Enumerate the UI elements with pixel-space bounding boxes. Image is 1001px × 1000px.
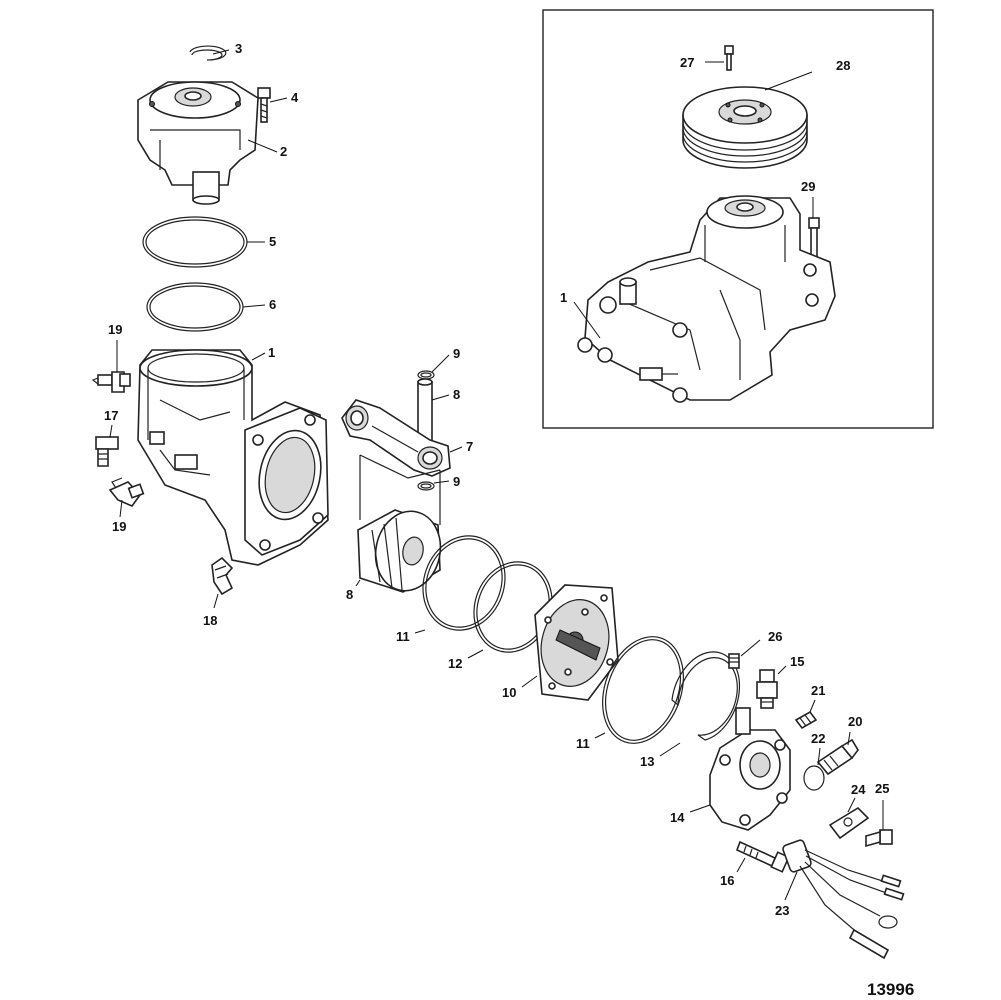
part-14-end-cover[interactable] (709, 707, 791, 831)
callout-3: 3 (235, 41, 242, 56)
part-26-plug[interactable] (728, 653, 740, 669)
callout-22: 22 (811, 731, 825, 746)
part-27-screw[interactable] (724, 45, 734, 71)
callout-9-lower: 9 (453, 474, 460, 489)
part-18-fitting[interactable] (211, 556, 234, 596)
part-11-ring-left[interactable] (410, 524, 518, 642)
callout-18: 18 (203, 613, 217, 628)
callout-6: 6 (269, 297, 276, 312)
callout-8-piston: 8 (346, 587, 353, 602)
part-4-bolt[interactable] (257, 87, 271, 123)
callout-16: 16 (720, 873, 734, 888)
part-20-fitting[interactable] (816, 738, 859, 776)
callout-29: 29 (801, 179, 815, 194)
callout-11-left: 11 (396, 629, 410, 644)
part-21-nipple[interactable] (794, 710, 818, 730)
callout-26: 26 (768, 629, 782, 644)
callout-5: 5 (269, 234, 276, 249)
callout-15: 15 (790, 654, 804, 669)
callout-11-right: 11 (576, 736, 590, 751)
callout-7: 7 (466, 439, 473, 454)
part-5-o-ring[interactable] (142, 216, 248, 268)
callout-2: 2 (280, 144, 287, 159)
part-19-elbow-upper[interactable] (91, 371, 131, 393)
callout-21: 21 (811, 683, 825, 698)
part-25-screw[interactable] (865, 829, 893, 848)
callout-labels: 3 4 2 5 6 19 1 17 19 18 9 8 7 9 8 11 12 … (104, 41, 889, 918)
callout-10: 10 (502, 685, 516, 700)
callout-25: 25 (875, 781, 889, 796)
callout-28: 28 (836, 58, 850, 73)
part-6-o-ring[interactable] (146, 282, 244, 332)
callout-14: 14 (670, 810, 685, 825)
callout-20: 20 (848, 714, 862, 729)
part-28-pulley[interactable] (682, 86, 808, 169)
part-17-elbow[interactable] (95, 436, 119, 467)
callout-24: 24 (851, 782, 866, 797)
part-13-retaining-clip[interactable] (671, 651, 741, 741)
callout-12: 12 (448, 656, 462, 671)
callout-1-inset: 1 (560, 290, 567, 305)
callout-23: 23 (775, 903, 789, 918)
part-10-valve-plate[interactable] (532, 584, 619, 701)
part-11-ring-left-inner (425, 538, 503, 628)
part-1-compressor-assembled[interactable] (577, 195, 836, 403)
part-9-clip-lower[interactable] (417, 481, 435, 491)
inset-frame (542, 9, 934, 429)
part-1-compressor-housing[interactable] (137, 349, 329, 566)
part-9-clip-upper[interactable] (417, 370, 435, 380)
leader-lines (109, 49, 884, 901)
diagram-id: 13996 (867, 980, 914, 999)
part-7-connecting-rod[interactable] (341, 399, 451, 477)
part-3-retaining-ring[interactable] (189, 45, 227, 61)
callout-27: 27 (680, 55, 694, 70)
callout-9-upper: 9 (453, 346, 460, 361)
part-11-ring-right-inner (605, 639, 681, 741)
part-5-o-ring-inner (145, 219, 245, 265)
callout-1-housing: 1 (268, 345, 275, 360)
callout-13: 13 (640, 754, 654, 769)
part-2-head[interactable] (137, 81, 259, 205)
part-22-o-ring[interactable] (803, 765, 825, 791)
callout-19-lower: 19 (112, 519, 126, 534)
callout-19-upper: 19 (108, 322, 122, 337)
part-24-bracket[interactable] (828, 806, 870, 840)
part-16-screw[interactable] (735, 840, 790, 873)
part-11-ring-right[interactable] (588, 625, 697, 754)
part-8-piston[interactable] (357, 454, 448, 597)
callout-17: 17 (104, 408, 118, 423)
part-19-elbow-lower[interactable] (108, 477, 145, 507)
part-6-o-ring-inner (149, 285, 241, 329)
part-23-wiring-harness[interactable] (782, 839, 905, 960)
part-15-relief-valve[interactable] (756, 669, 778, 709)
callout-4: 4 (291, 90, 299, 105)
callout-8-pin: 8 (453, 387, 460, 402)
